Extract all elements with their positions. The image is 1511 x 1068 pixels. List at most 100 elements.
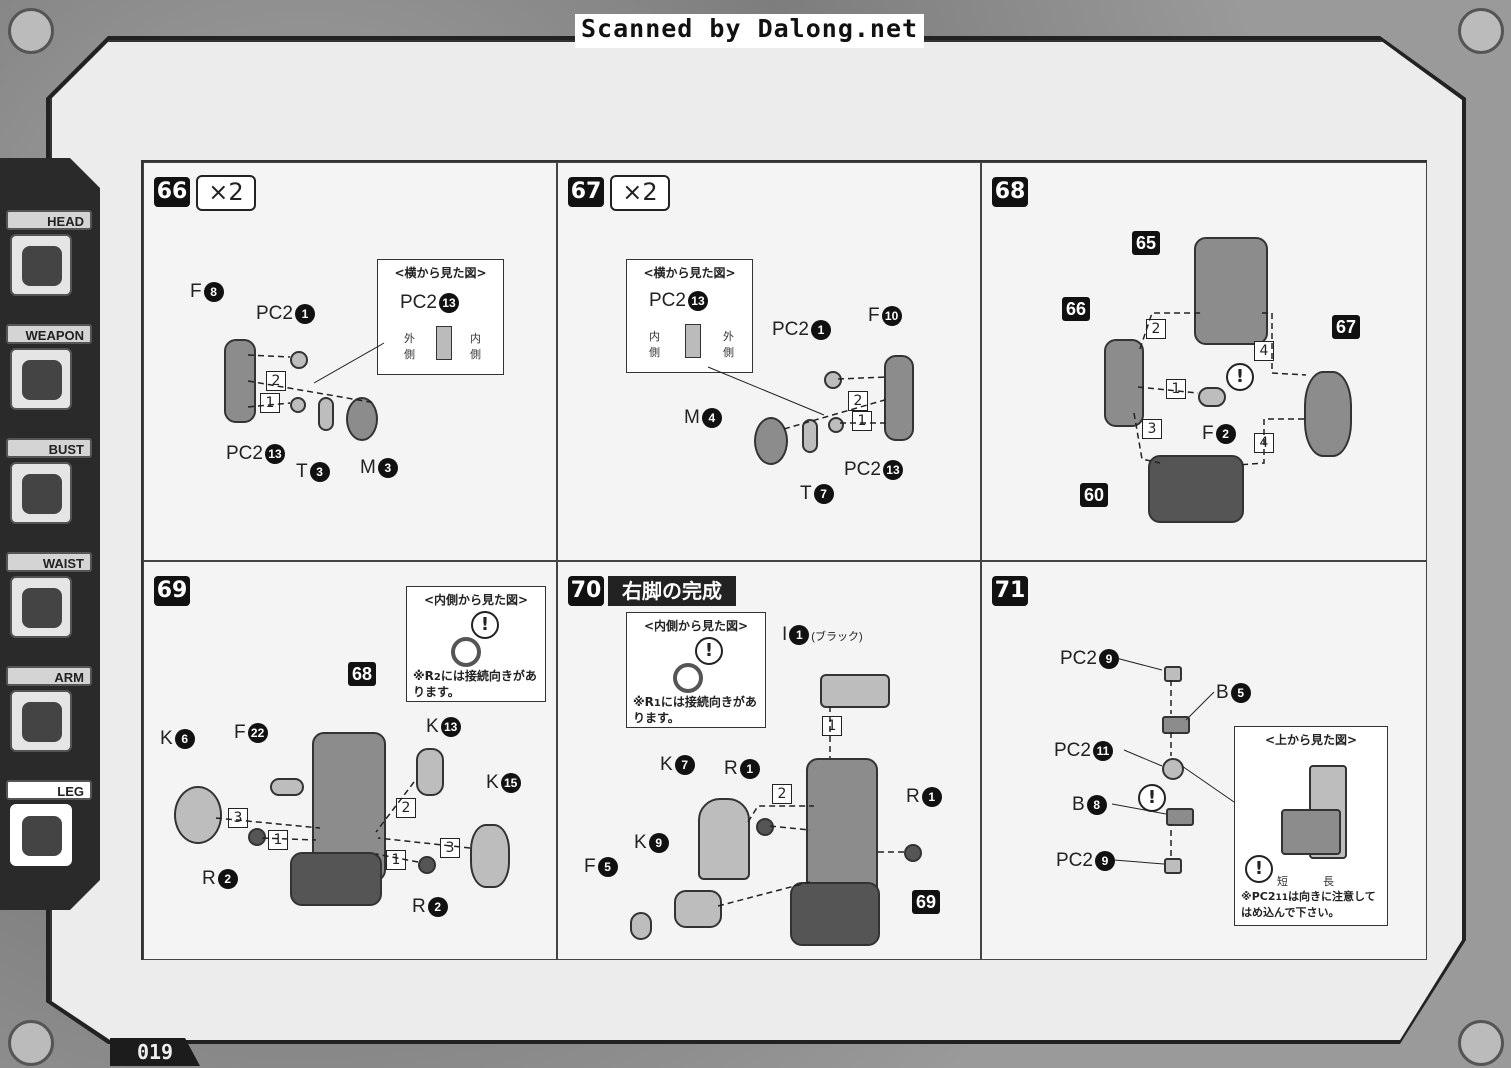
subassembly-number: 60 (1080, 483, 1109, 507)
note-prefix: ※PC2 (1241, 890, 1276, 903)
part-code: K (486, 772, 499, 793)
note-text: は向きに注意してはめ込んで下さい。 (1241, 890, 1376, 919)
arm-thumbnail-icon (10, 690, 72, 752)
t-part-icon (318, 397, 334, 431)
pc-cap-icon (1164, 666, 1182, 682)
note-prefix: ※R (413, 669, 434, 683)
k-armor-part-icon (674, 890, 722, 928)
pin-diagram-icon (436, 326, 452, 360)
part-code: R (202, 868, 216, 889)
part-code: B (1072, 794, 1085, 815)
part-code: K (634, 832, 647, 853)
corner-bolt-icon (1458, 8, 1504, 54)
sidebar-item-label: WAIST (6, 552, 92, 572)
part-code: PC2 (844, 459, 881, 480)
part-code: K (160, 728, 173, 749)
part-code: PC2 (226, 443, 263, 464)
callout-title: <内側から見た図> (423, 593, 529, 607)
step-number: 71 (992, 576, 1028, 606)
orientation-note: ※R1には接続向きがあります。 (633, 695, 761, 726)
assembly-order-marker: 1 (260, 393, 280, 413)
f-part-icon (1198, 387, 1226, 407)
part-code: M (360, 457, 376, 478)
part-code: PC2 (1056, 850, 1093, 871)
sidebar-item-waist[interactable]: WAIST (6, 552, 92, 638)
part-code: F (868, 305, 880, 326)
subassembly-number: 69 (912, 890, 941, 914)
subassembly-ref: 66 (1062, 297, 1091, 321)
part-code: T (800, 483, 812, 504)
sidebar-item-arm[interactable]: ARM (6, 666, 92, 752)
warning-icon: ! (1226, 363, 1254, 391)
part-code: PC2 (256, 303, 293, 324)
part-number-badge: 1 (294, 303, 315, 324)
part-code: T (296, 461, 308, 482)
part-code: F (190, 281, 202, 302)
r-part-icon (756, 818, 774, 836)
b-part-icon (1166, 808, 1194, 826)
part-number-badge: 5 (597, 856, 618, 877)
sidebar-item-label: BUST (6, 438, 92, 458)
short-label: 短 (1277, 875, 1288, 888)
assembly-order-marker: 2 (772, 784, 792, 804)
subassembly-ref: 68 (348, 662, 377, 686)
inner-view-callout: <内側から見た図> ! ※R1には接続向きがあります。 (626, 612, 766, 728)
orientation-note: ※PC211は向きに注意してはめ込んで下さい。 (1241, 889, 1383, 920)
part-number-badge: 1 (921, 786, 942, 807)
part-number-badge: 13 (882, 459, 903, 480)
callout-title: <上から見た図> (1264, 733, 1358, 747)
part-number-badge: 1 (739, 758, 760, 779)
assembly-order-marker: 2 (848, 391, 868, 411)
part-number-badge: 15 (500, 772, 521, 793)
t-part-icon (802, 419, 818, 453)
warning-icon: ! (695, 637, 723, 665)
part-code: PC2 (1060, 648, 1097, 669)
sidebar-item-head[interactable]: HEAD (6, 210, 92, 296)
k-armor-part-icon (698, 798, 750, 880)
part-number-badge: 1 (653, 698, 661, 709)
inner-side-label: 内側 (649, 330, 660, 359)
top-view-cap-icon (1281, 809, 1341, 855)
step-number: 70 (568, 576, 604, 606)
assembly-order-marker: 1 (268, 830, 288, 850)
subassembly-ref: 65 (1132, 231, 1161, 255)
step-number: 68 (992, 177, 1028, 207)
part-number-badge: 3 (309, 461, 330, 482)
assembly-order-marker: 3 (440, 838, 460, 858)
sidebar-item-leg[interactable]: LEG (6, 780, 92, 866)
leg-joint-part-icon (884, 355, 914, 441)
sidebar-item-weapon[interactable]: WEAPON (6, 324, 92, 410)
bust-thumbnail-icon (10, 462, 72, 524)
note-text: には接続向きがあります。 (413, 669, 537, 699)
part-number-badge: 2 (427, 896, 448, 917)
callout-title: <内側から見た図> (643, 619, 749, 633)
part-number-badge: 8 (1086, 794, 1107, 815)
part-number-badge: 2 (217, 868, 238, 889)
foot-assembly-icon (1148, 455, 1244, 523)
subassembly-number: 65 (1132, 231, 1161, 255)
assembly-order-marker: 1 (822, 716, 842, 736)
assembly-order-marker: 3 (1142, 419, 1162, 439)
part-number-badge: 2 (433, 672, 441, 683)
part-code: M (684, 407, 700, 428)
corner-bolt-icon (1458, 1020, 1504, 1066)
sidebar-item-bust[interactable]: BUST (6, 438, 92, 524)
